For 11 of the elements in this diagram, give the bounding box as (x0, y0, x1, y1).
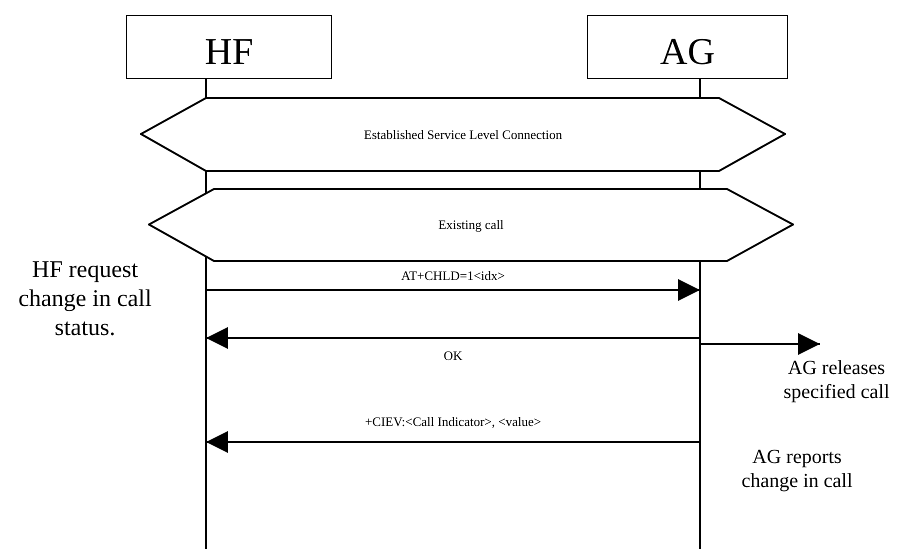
participant-box: HF (126, 15, 332, 79)
state-hexagon: Established Service Level Connection (140, 97, 786, 172)
participant-box: AG (587, 15, 788, 79)
message-arrow (206, 431, 700, 453)
message-arrow (700, 333, 820, 355)
state-hexagon: Existing call (148, 188, 794, 262)
edge-label: +CIEV:<Call Indicator>, <value> (362, 414, 544, 430)
note-text: AG reports change in call (740, 445, 854, 493)
message-arrow (206, 327, 700, 349)
note-text: AG releases specified call (770, 356, 903, 410)
message-arrow (206, 279, 700, 301)
